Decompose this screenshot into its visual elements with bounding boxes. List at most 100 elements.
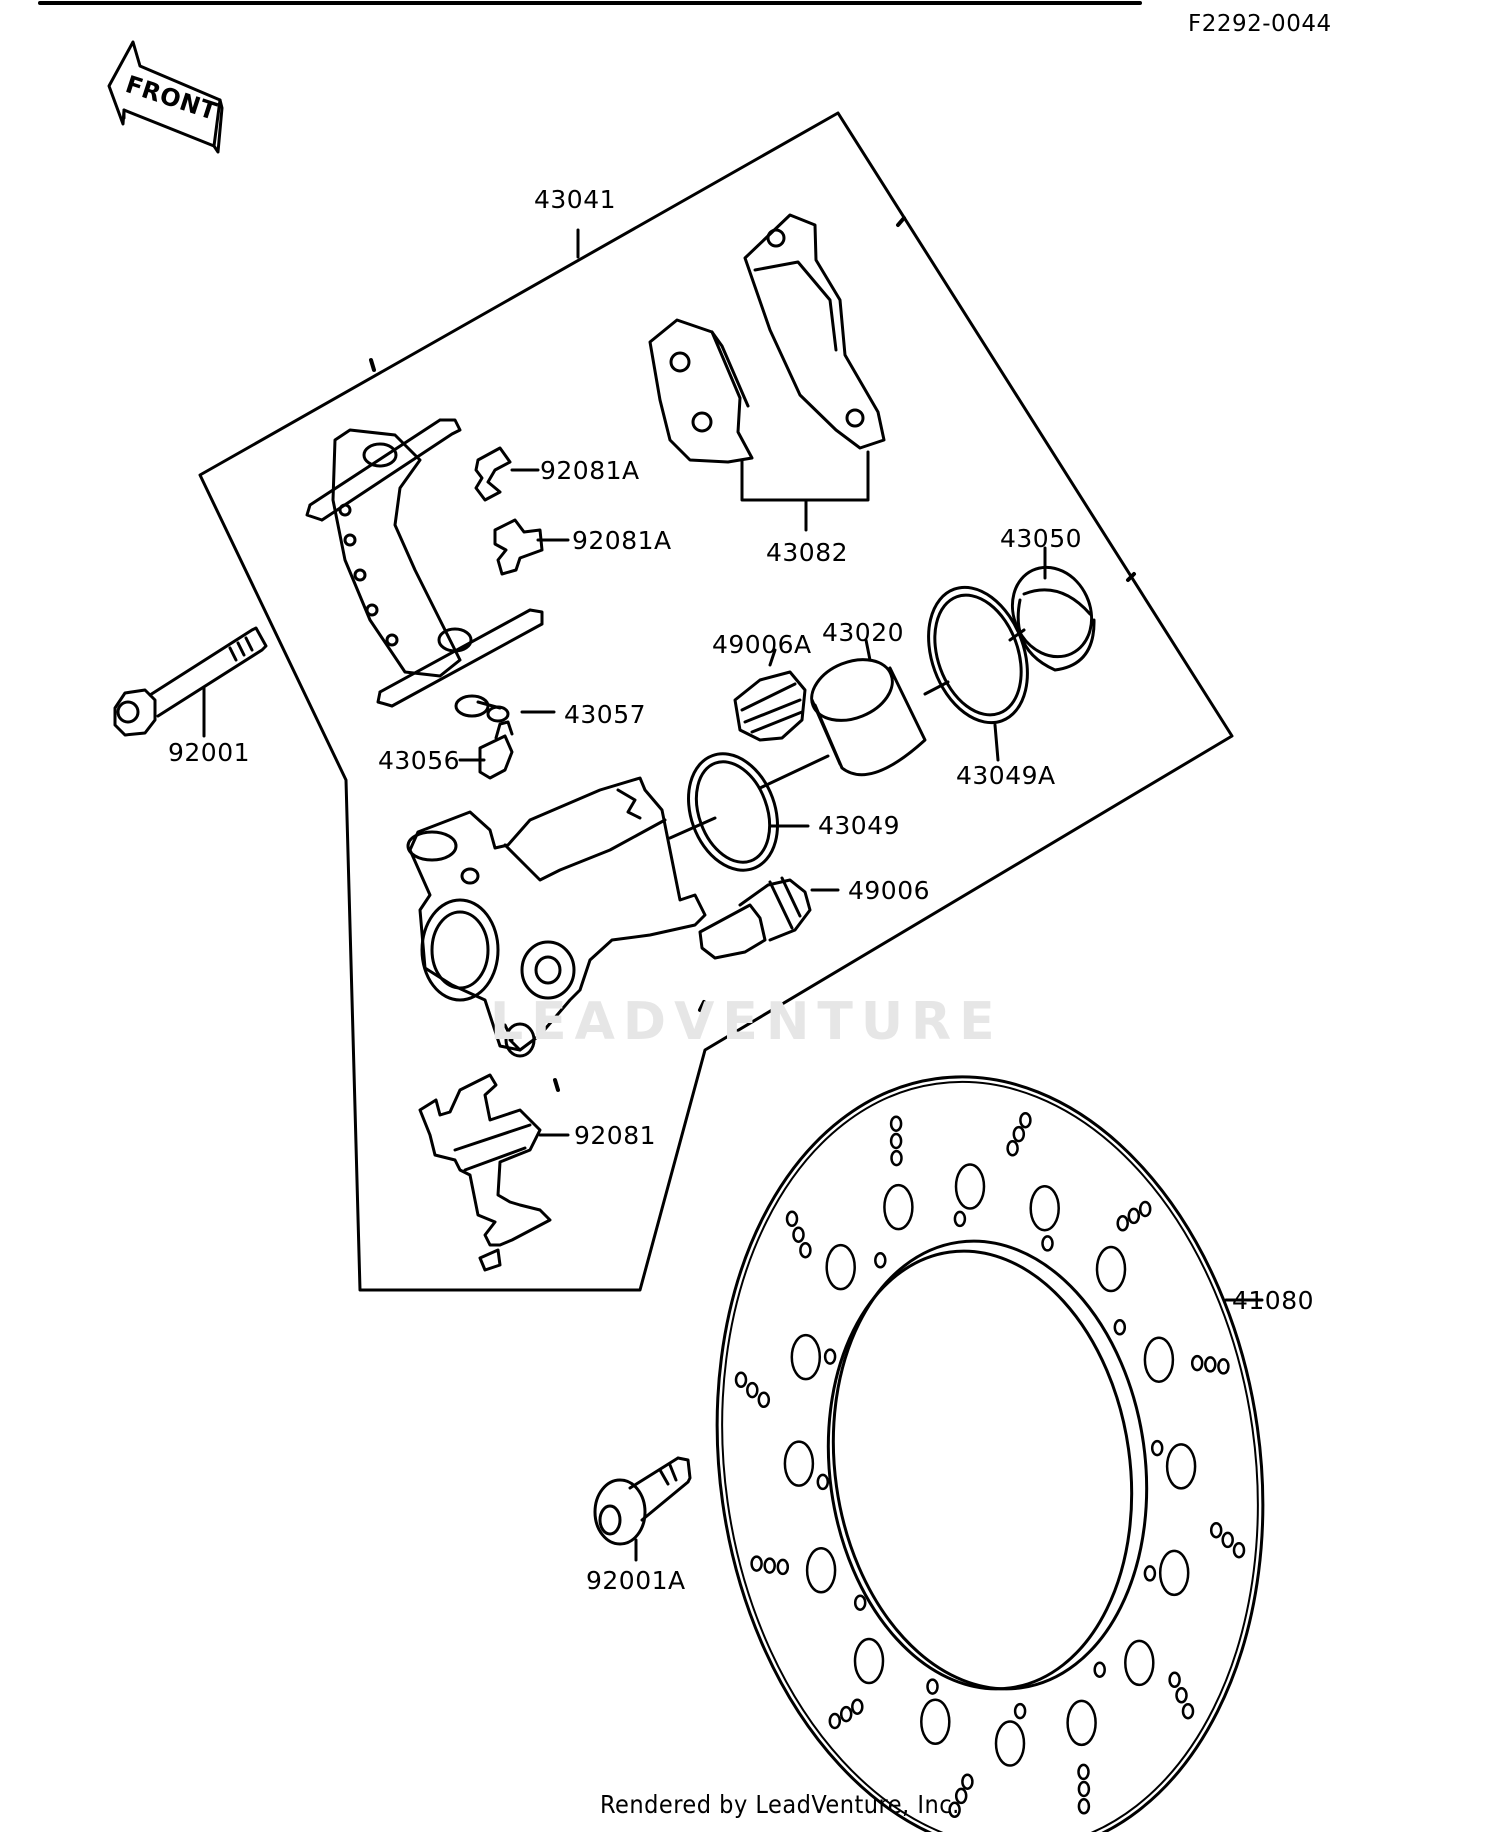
- disc-hole-small: [1006, 1140, 1019, 1157]
- part-label-92081A-upper[interactable]: 92081A: [540, 456, 640, 485]
- disc-hole-small: [1190, 1354, 1204, 1372]
- disc-hole-small: [1204, 1356, 1217, 1373]
- disc-hole-inner: [1093, 1661, 1106, 1678]
- part-label-43049A[interactable]: 43049A: [956, 761, 1056, 790]
- caliper-body: [406, 776, 707, 1058]
- disc-hole-large: [1158, 1549, 1190, 1597]
- disc-hole-small: [851, 1698, 864, 1715]
- leader-43020: [864, 638, 872, 662]
- part-label-49006A[interactable]: 49006A: [712, 630, 812, 659]
- disc-hole-small: [1127, 1207, 1141, 1225]
- piston-cap-43050: [1010, 565, 1096, 672]
- disc-hole-small: [785, 1210, 799, 1228]
- disc-hole-inner: [953, 1210, 967, 1228]
- part-label-41080[interactable]: 41080: [1232, 1286, 1315, 1315]
- disc-hole-small: [1012, 1125, 1026, 1143]
- disc-hole-small: [1175, 1687, 1188, 1704]
- disc-hole-inner: [1041, 1235, 1054, 1252]
- part-label-92081A-lower[interactable]: 92081A: [572, 526, 672, 555]
- bleeder-cap-43057: [454, 694, 510, 723]
- piston-43020: [810, 658, 927, 777]
- disc-hole-small: [839, 1705, 853, 1723]
- disc-hole-large: [1124, 1639, 1155, 1687]
- disc-hole-inner: [1143, 1565, 1157, 1582]
- part-label-92081[interactable]: 92081: [574, 1121, 657, 1150]
- disc-hole-large: [853, 1637, 885, 1685]
- brake-pad-inner: [648, 318, 754, 464]
- disc-hole-inner: [816, 1473, 830, 1491]
- part-label-43082[interactable]: 43082: [766, 538, 849, 567]
- pad-spring-lower: [493, 518, 544, 576]
- disc-hole-small: [1138, 1200, 1152, 1218]
- disc-hole-small: [1077, 1798, 1091, 1815]
- disc-hole-inner: [874, 1252, 887, 1269]
- disc-hole-small: [746, 1381, 759, 1399]
- disc-hole-inner: [1013, 1702, 1027, 1720]
- disc-holes: [734, 1111, 1246, 1819]
- disc-hole-small: [1232, 1541, 1246, 1559]
- disc-hole-large: [805, 1547, 837, 1594]
- axis-line-3: [923, 680, 950, 696]
- disc-hole-small: [890, 1149, 903, 1167]
- disc-hole-small: [1217, 1358, 1230, 1375]
- part-label-43056[interactable]: 43056: [378, 746, 461, 775]
- front-arrow-icon: [107, 40, 224, 154]
- watermark: LEADVENTURE: [490, 992, 1003, 1052]
- brake-disc-41080: [715, 1075, 1265, 1832]
- disc-hole-small: [889, 1115, 903, 1132]
- disc-hole-small: [792, 1226, 805, 1243]
- diagram-code: F2292-0044: [1188, 11, 1332, 37]
- pad-spring-92081: [418, 1073, 552, 1272]
- disc-hole-small: [757, 1391, 771, 1409]
- disc-hole-small: [1116, 1215, 1129, 1232]
- disc-hole-inner: [853, 1594, 867, 1611]
- leader-49006A: [768, 648, 777, 667]
- bleeder-valve-43056: [478, 720, 514, 780]
- disc-hole-inner: [926, 1678, 939, 1695]
- disc-hole-small: [1168, 1671, 1181, 1689]
- part-label-43049[interactable]: 43049: [818, 811, 901, 840]
- disc-hole-small: [1209, 1521, 1223, 1539]
- disc-hole-large: [920, 1698, 951, 1746]
- disc-hole-small: [1077, 1780, 1091, 1798]
- disc-hole-small: [734, 1371, 748, 1389]
- disc-hole-small: [776, 1558, 790, 1576]
- disc-hole-small: [889, 1132, 903, 1150]
- axis-line-4: [1008, 628, 1026, 642]
- disc-hole-small: [763, 1557, 776, 1574]
- part-label-49006[interactable]: 49006: [848, 876, 931, 905]
- part-label-43020[interactable]: 43020: [822, 618, 905, 647]
- part-label-92001A[interactable]: 92001A: [586, 1566, 686, 1595]
- disc-hole-large: [1095, 1245, 1127, 1293]
- part-label-92001[interactable]: 92001: [168, 738, 251, 767]
- disc-hole-small: [799, 1241, 812, 1259]
- part-label-43050[interactable]: 43050: [1000, 524, 1083, 553]
- disc-hole-small: [948, 1801, 961, 1819]
- bolt-92001: [113, 626, 268, 737]
- boot-49006A: [733, 670, 807, 742]
- disc-hole-inner: [1113, 1319, 1127, 1336]
- part-label-43041[interactable]: 43041: [534, 185, 617, 214]
- disc-hole-large: [883, 1183, 914, 1231]
- bracket-43082: [740, 450, 870, 502]
- brake-pad-outer: [743, 213, 886, 450]
- part-label-43057[interactable]: 43057: [564, 700, 647, 729]
- axis-line-2: [758, 754, 830, 790]
- footer-credit: Rendered by LeadVenture, Inc.: [600, 1790, 960, 1819]
- disc-hole-large: [783, 1440, 815, 1487]
- pad-spring-upper: [474, 446, 512, 502]
- disc-hole-large: [825, 1243, 856, 1291]
- disc-hole-large: [994, 1720, 1026, 1767]
- slide-pin-49006: [698, 876, 812, 960]
- disc-hole-large: [1029, 1184, 1060, 1232]
- disc-hole-small: [1221, 1531, 1234, 1549]
- disc-hole-small: [750, 1555, 763, 1572]
- caliper-bracket: [305, 418, 544, 708]
- disc-hole-small: [961, 1773, 974, 1790]
- piston-seal-43049: [687, 752, 779, 872]
- disc-hole-large: [790, 1333, 822, 1381]
- disc-hole-large: [1143, 1336, 1175, 1383]
- disc-hole-small: [1019, 1111, 1032, 1129]
- dust-seal-43049A: [927, 585, 1029, 725]
